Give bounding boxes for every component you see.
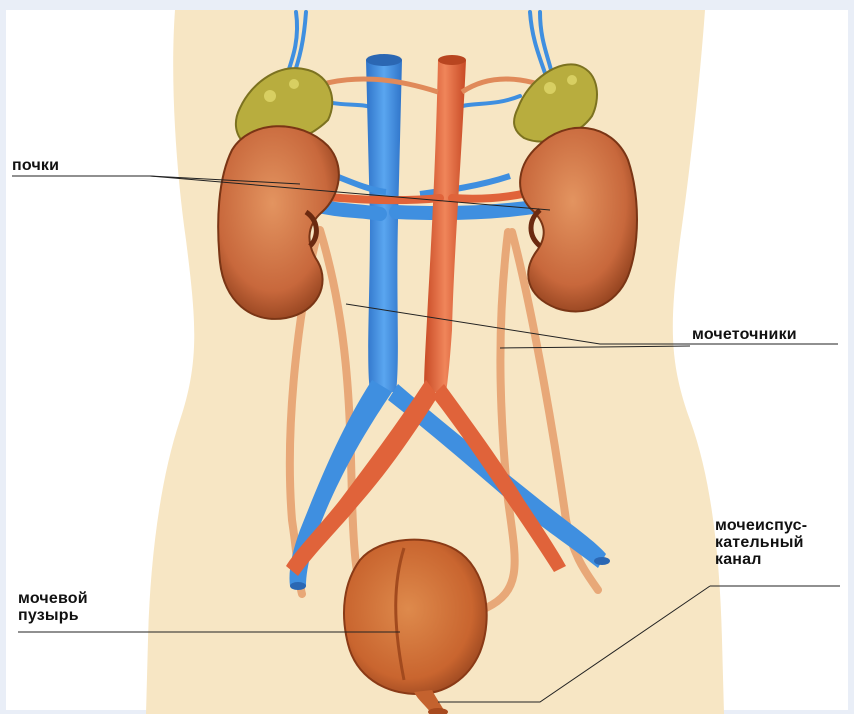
- bladder-label: мочевой пузырь: [18, 590, 88, 624]
- urethra-label: мочеиспус- кательный канал: [715, 517, 807, 568]
- kidneys-label: почки: [12, 157, 59, 174]
- ureters-label: мочеточники: [692, 326, 797, 343]
